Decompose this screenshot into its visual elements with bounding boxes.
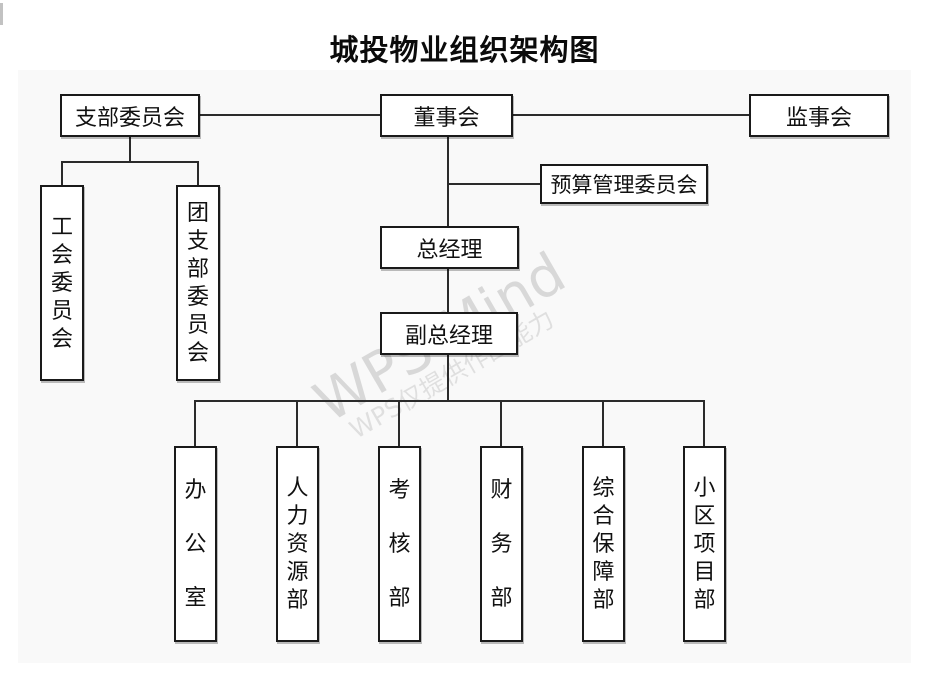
connector-stub-dept-2 <box>296 400 298 446</box>
node-branch-committee[interactable]: 支部委员会 <box>60 94 200 137</box>
connector-to-budget-committee <box>448 183 540 185</box>
node-dept-finance-label: 财务部 <box>490 477 513 610</box>
node-dept-human-resources[interactable]: 人力资源部 <box>276 446 319 642</box>
node-youth-league-committee-label: 团支部委员会 <box>186 200 209 365</box>
connector-stub-dept-5 <box>602 400 604 446</box>
node-budget-committee[interactable]: 预算管理委员会 <box>540 164 708 204</box>
left-scrollbar-thumb[interactable] <box>0 3 3 25</box>
connector-stub-dept-6 <box>703 400 705 446</box>
node-dept-assessment-label: 考核部 <box>388 477 411 610</box>
node-deputy-general-manager[interactable]: 副总经理 <box>380 312 518 355</box>
connector-branch-bus <box>61 161 199 163</box>
node-youth-league-committee[interactable]: 团支部委员会 <box>176 185 220 381</box>
diagram-canvas: WPS Mind WPS仅提供作图能力 支部委员会 董事会 监事会 预算管理委员… <box>18 70 911 663</box>
node-board-of-directors[interactable]: 董事会 <box>380 94 513 137</box>
connector-stub-union <box>61 161 63 186</box>
node-union-committee[interactable]: 工会委员会 <box>40 185 84 381</box>
connector-branch-down <box>129 137 131 162</box>
node-dept-finance[interactable]: 财务部 <box>480 446 523 642</box>
connector-department-bus <box>195 400 705 402</box>
node-dept-community-project-label: 小区项目部 <box>693 475 716 612</box>
connector-stub-dept-3 <box>398 400 400 446</box>
node-dept-human-resources-label: 人力资源部 <box>286 475 309 612</box>
node-dept-comprehensive-support-label: 综合保障部 <box>592 475 615 612</box>
connector-stub-dept-1 <box>194 400 196 446</box>
node-dept-office-label: 办公室 <box>184 477 207 610</box>
node-dept-office[interactable]: 办公室 <box>174 446 217 642</box>
connector-branch-to-board <box>200 114 380 116</box>
connector-deputy-to-bus <box>447 355 449 401</box>
node-dept-community-project[interactable]: 小区项目部 <box>683 446 726 642</box>
diagram-title[interactable]: 城投物业组织架构图 <box>329 35 600 67</box>
node-general-manager[interactable]: 总经理 <box>380 226 519 269</box>
connector-stub-dept-4 <box>500 400 502 446</box>
connector-board-to-gm <box>447 137 449 226</box>
connector-gm-to-deputy <box>447 269 449 312</box>
node-supervisory-board[interactable]: 监事会 <box>749 94 889 137</box>
connector-board-to-supervisory <box>513 114 749 116</box>
connector-stub-youth-league <box>197 161 199 186</box>
node-dept-assessment[interactable]: 考核部 <box>378 446 421 642</box>
node-dept-comprehensive-support[interactable]: 综合保障部 <box>582 446 625 642</box>
node-union-committee-label: 工会委员会 <box>50 214 73 351</box>
